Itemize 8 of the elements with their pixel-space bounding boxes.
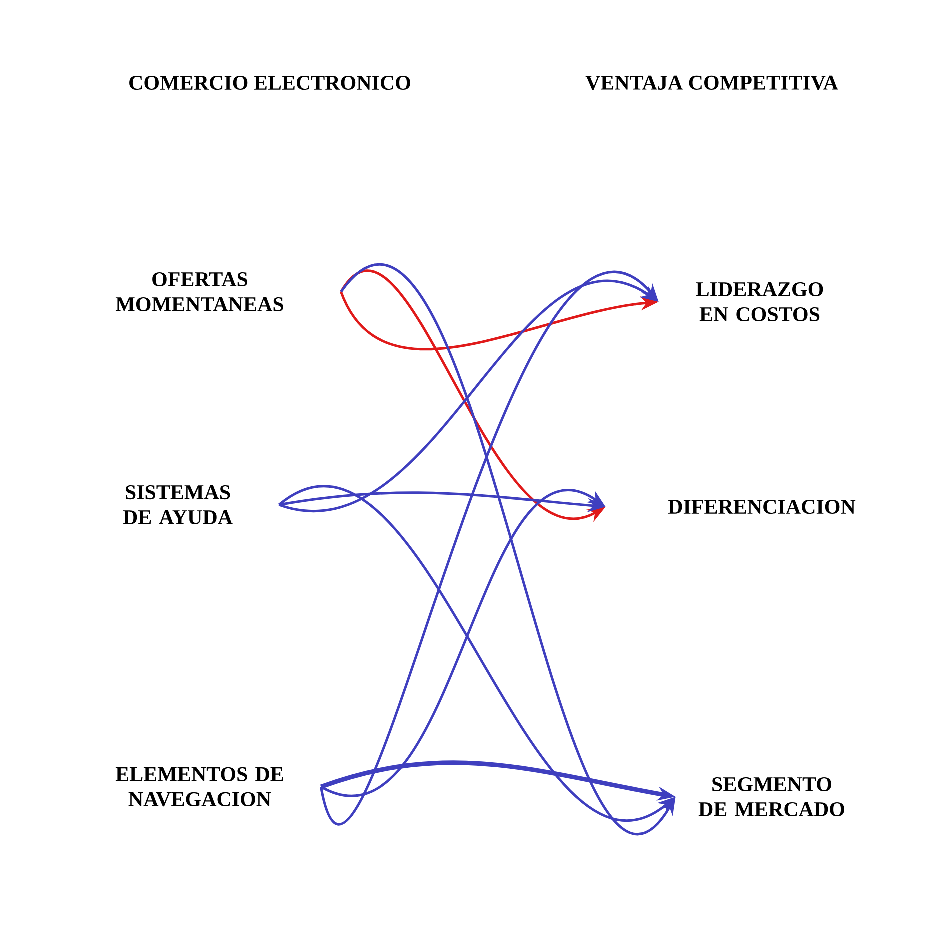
node-label: DIFERENCIACION: [668, 500, 856, 514]
node-label: ELEMENTOS DE NAVEGACION: [116, 767, 284, 807]
column-heading: COMERCIO ELECTRONICO: [130, 76, 410, 90]
column-heading: VENTAJA COMPETITIVA: [586, 76, 838, 90]
node-label: SISTEMAS DE AYUDA: [123, 485, 233, 525]
node-label: OFERTAS MOMENTANEAS: [116, 272, 284, 312]
node-label: LIDERAZGO EN COSTOS: [696, 282, 824, 322]
node-label: SEGMENTO DE MERCADO: [698, 777, 844, 817]
